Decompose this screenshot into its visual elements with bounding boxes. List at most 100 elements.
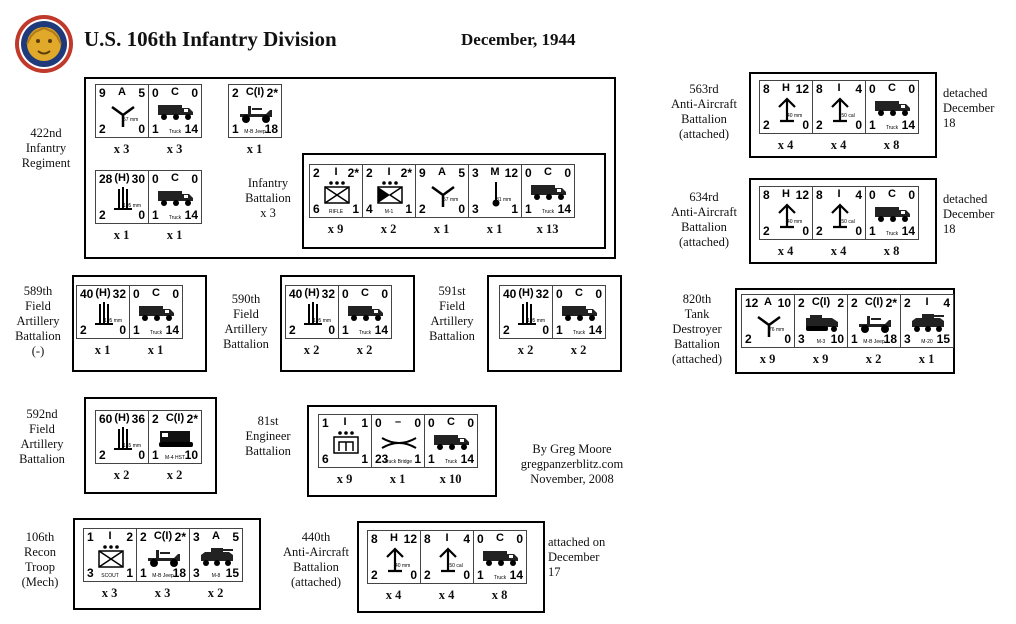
range-factor: 12 — [504, 166, 518, 180]
range-factor: 0 — [908, 82, 915, 96]
movement-factor: 14 — [901, 118, 915, 132]
weapon-class: C — [544, 166, 552, 178]
attack-factor: 28 — [99, 172, 113, 186]
label-line: x 3 — [260, 206, 276, 220]
label-line: December — [943, 101, 995, 115]
weapon-class: I — [925, 296, 929, 308]
label-line: 589th — [23, 284, 53, 298]
label-line: December — [548, 550, 600, 564]
attack-factor: 2 — [366, 166, 373, 180]
range-factor: 32 — [535, 287, 549, 301]
armored-car-icon — [908, 312, 948, 332]
label-line: 17 — [548, 565, 561, 579]
label-line: Destroyer — [672, 322, 722, 336]
range-factor: 2 — [126, 530, 133, 544]
counter-quantity: x 1 — [94, 343, 111, 357]
label-line: 106th — [25, 530, 55, 544]
movement-factor: 0 — [802, 118, 809, 132]
counter-quantity: x 4 — [385, 588, 402, 602]
division-insignia-icon — [15, 15, 73, 73]
attack-factor: 60 — [99, 412, 113, 426]
counter-quantity: x 4 — [830, 138, 847, 152]
attack-factor: 3 — [472, 166, 479, 180]
attack-factor: 2 — [904, 296, 911, 310]
movement-factor: 1 — [126, 566, 133, 580]
unit-type-label: M-20 — [921, 339, 933, 345]
movement-factor: 1 — [511, 202, 518, 216]
attack-factor: 2 — [851, 296, 858, 310]
label-line: 591st — [438, 284, 466, 298]
label-line: detached — [943, 192, 988, 206]
range-factor: 4 — [855, 82, 862, 96]
caliber-label: 40 mm — [395, 563, 411, 569]
quantity-row: x 1 — [228, 138, 282, 157]
movement-factor: 0 — [119, 323, 126, 337]
label-line: Artillery — [16, 314, 60, 328]
range-factor: 2* — [266, 86, 278, 100]
attack-factor: 0 — [556, 287, 563, 301]
counter-quantity: x 1 — [486, 222, 503, 236]
range-factor: 0 — [516, 532, 523, 546]
movement-factor: 14 — [901, 224, 915, 238]
weapon-class: (H) — [518, 287, 534, 299]
caliber-label: .50 cal — [840, 219, 855, 225]
movement-factor: 0 — [410, 568, 417, 582]
caliber-label: 57 mm — [443, 197, 459, 203]
weapon-class: H — [782, 82, 790, 94]
range-factor: 2* — [347, 166, 359, 180]
unit-type-label: Truck — [149, 330, 163, 336]
weapon-class: (H) — [114, 412, 130, 424]
counter-quantity: x 1 — [166, 228, 183, 242]
attack-factor: 8 — [763, 82, 770, 96]
movement-factor: 0 — [784, 332, 791, 346]
defense-factor: 1 — [342, 323, 349, 337]
counter-quantity: x 2 — [166, 468, 183, 482]
weapon-class: (H) — [304, 287, 320, 299]
range-factor: 0 — [467, 416, 474, 430]
caliber-label: 81 mm — [496, 197, 512, 203]
truck-icon — [529, 182, 569, 202]
truck-icon — [560, 303, 600, 323]
label-line: 592nd — [26, 407, 58, 421]
counter-quantity: x 4 — [777, 138, 794, 152]
infantry-icon — [96, 543, 126, 573]
range-factor: 0 — [191, 172, 198, 186]
defense-factor: 2 — [816, 118, 823, 132]
weapon-class: C(I) — [245, 86, 265, 98]
label-line: Battalion — [681, 220, 727, 234]
unit-type-label: M-8 — [211, 573, 221, 579]
weapon-class: I — [108, 530, 112, 542]
anti-aircraft-gun-icon — [772, 95, 802, 125]
label-line: 563rd — [689, 82, 719, 96]
movement-factor: 14 — [165, 323, 179, 337]
attack-factor: 0 — [133, 287, 140, 301]
tractor-icon — [156, 428, 196, 448]
unit-type-label: M-4 HST — [165, 455, 185, 461]
label-line: Anti-Aircraft — [671, 205, 737, 219]
defense-factor: 1 — [232, 122, 239, 136]
label-line: Infantry — [247, 176, 289, 190]
truck-icon — [156, 102, 196, 122]
attack-factor: 3 — [193, 530, 200, 544]
attack-factor: 0 — [525, 166, 532, 180]
defense-factor: 1 — [152, 122, 159, 136]
label-line: Field — [233, 307, 259, 321]
